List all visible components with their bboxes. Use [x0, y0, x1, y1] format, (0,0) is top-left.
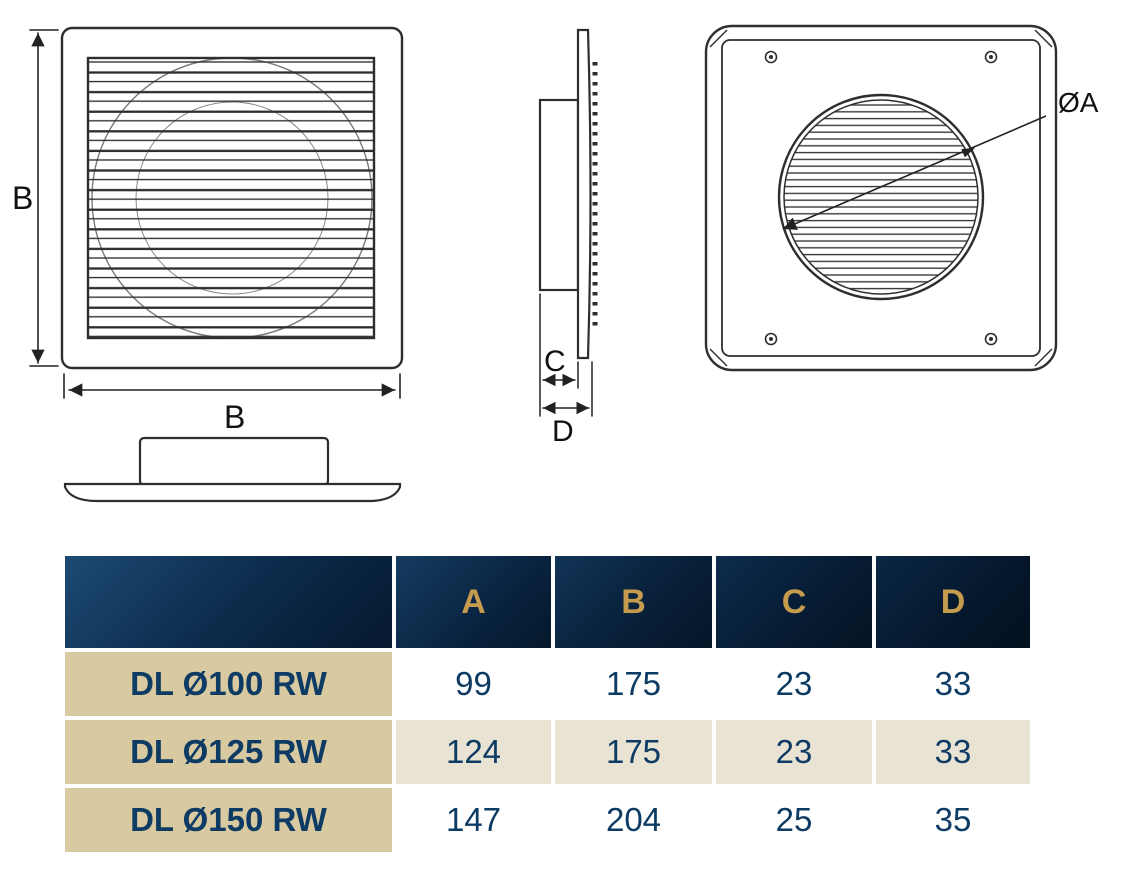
front-view: [60, 26, 404, 370]
back-dimension-a: [782, 115, 1047, 230]
side-dimensions: [539, 293, 593, 417]
profile-duct-stub: [138, 436, 330, 487]
front-dim-b-vertical-label: B: [12, 180, 33, 216]
value-cell-b: 175: [555, 720, 712, 784]
column-header-b: B: [555, 556, 712, 648]
side-duct-stub: [538, 98, 580, 292]
side-dim-c-label: C: [544, 345, 566, 378]
technical-views: B B C D ØA: [12, 24, 1099, 503]
side-front-plate: [576, 28, 592, 360]
column-header-d: D: [876, 556, 1030, 648]
table-row-dl100: DL Ø100 RW 99 175 23 33: [65, 652, 1030, 716]
screw-holes: [764, 50, 998, 346]
model-cell: DL Ø150 RW: [65, 788, 392, 852]
model-cell: DL Ø125 RW: [65, 720, 392, 784]
value-cell-d: 35: [876, 788, 1030, 852]
value-cell-d: 33: [876, 720, 1030, 784]
column-header-a: A: [396, 556, 551, 648]
value-cell-b: 204: [555, 788, 712, 852]
back-view: [704, 24, 1058, 372]
side-view: [538, 28, 598, 360]
table-header-row: A B C D: [65, 556, 1030, 648]
value-cell-a: 147: [396, 788, 551, 852]
table-corner-cell: [65, 556, 392, 648]
table-row-dl125: DL Ø125 RW 124 175 23 33: [65, 720, 1030, 784]
back-dim-diameter-label: ØA: [1058, 87, 1099, 118]
bottom-profile-view: [63, 436, 402, 503]
value-cell-c: 23: [716, 720, 872, 784]
value-cell-c: 23: [716, 652, 872, 716]
value-cell-d: 33: [876, 652, 1030, 716]
side-dim-d-label: D: [552, 415, 574, 448]
model-cell: DL Ø100 RW: [65, 652, 392, 716]
louver-grille: [86, 56, 376, 340]
front-dim-b-horizontal-label: B: [224, 399, 245, 435]
column-header-c: C: [716, 556, 872, 648]
value-cell-b: 175: [555, 652, 712, 716]
drawings-section: B B C D ØA: [12, 24, 1099, 503]
table-row-dl150: DL Ø150 RW 147 204 25 35: [65, 788, 1030, 852]
profile-base: [63, 482, 402, 503]
value-cell-a: 124: [396, 720, 551, 784]
value-cell-c: 25: [716, 788, 872, 852]
front-dimensions: [29, 29, 401, 399]
value-cell-a: 99: [396, 652, 551, 716]
dimensions-table: A B C D DL Ø100 RW 99 175 23 33 DL Ø125 …: [61, 552, 1034, 856]
